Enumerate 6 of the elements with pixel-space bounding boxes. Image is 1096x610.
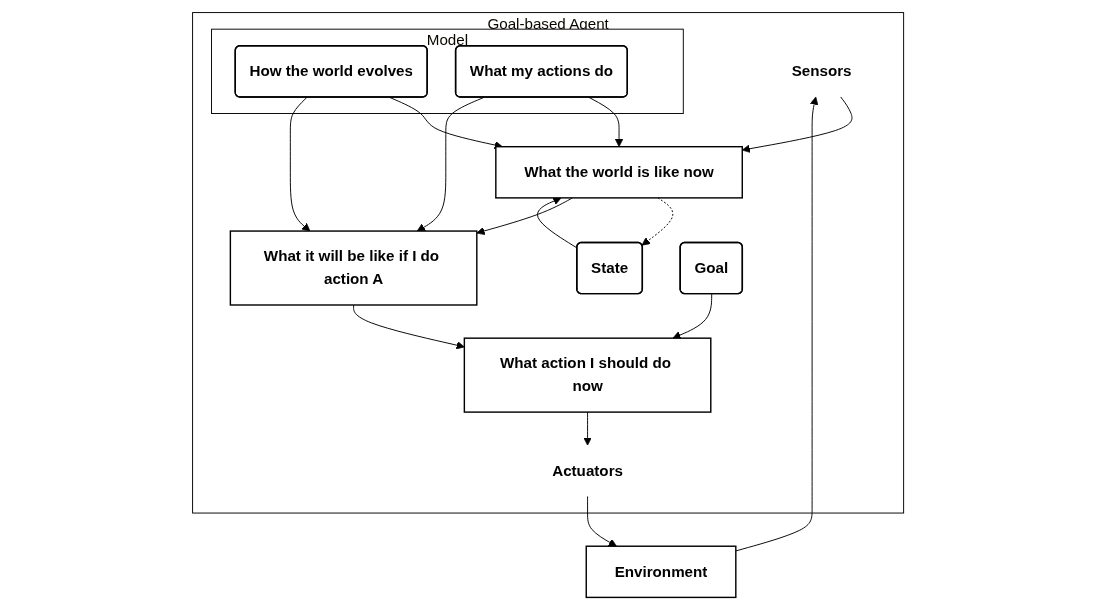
node-text: Sensors <box>791 62 852 79</box>
node-box: What the world is like now <box>495 146 743 199</box>
node-box: What it will be like if I do action A <box>229 230 478 306</box>
node-box: What action I should do now <box>463 337 712 413</box>
node-text: Actuators <box>552 462 623 479</box>
node-box: Environment <box>585 545 737 599</box>
